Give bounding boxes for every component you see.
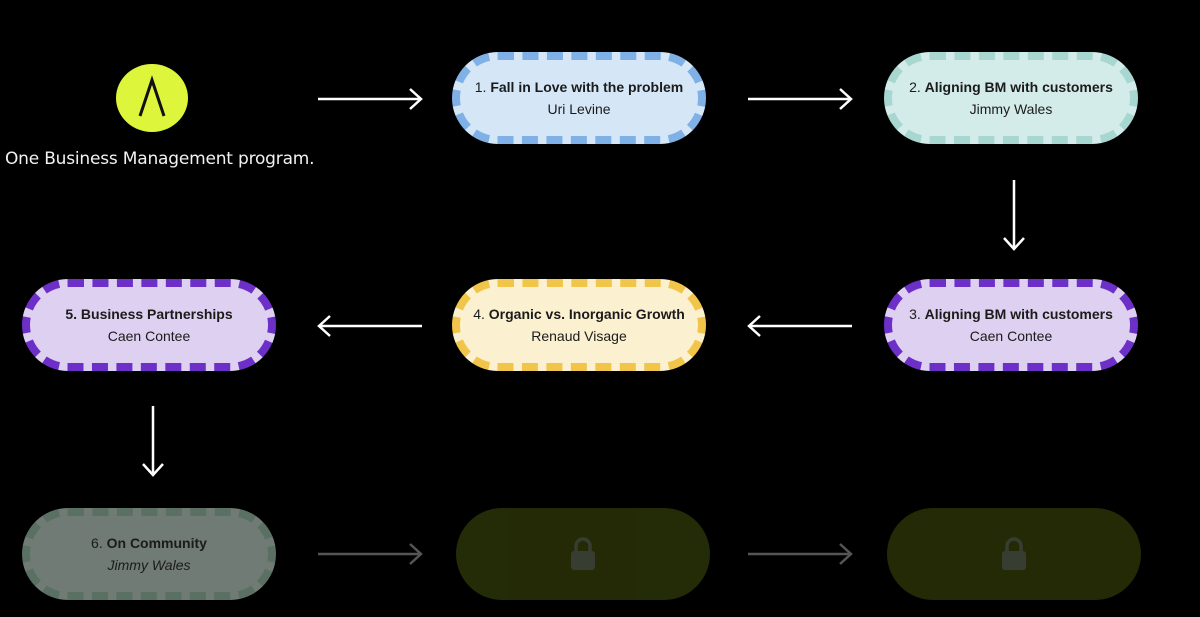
program-tagline: One Business Management program. [5, 149, 315, 169]
step-5-card[interactable]: 5. Business Partnerships Caen Contee [22, 279, 276, 371]
step-2-title-line: 2. Aligning BM with customers [909, 76, 1113, 98]
lock-icon [1002, 537, 1026, 570]
step-speaker: Jimmy Wales [107, 557, 191, 573]
step-3-title-line: 3. Aligning BM with customers [909, 303, 1113, 325]
step-number: 2. [909, 79, 921, 95]
arrow-left-icon [747, 315, 852, 337]
locked-step-card[interactable] [887, 508, 1141, 600]
arrow-right-icon [748, 543, 853, 565]
step-3-card[interactable]: 3. Aligning BM with customers Caen Conte… [884, 279, 1138, 371]
step-number: 6. [91, 535, 103, 551]
step-title: Fall in Love with the problem [490, 79, 684, 95]
step-number: 1. [474, 79, 487, 95]
brand-logo [116, 64, 188, 132]
arrow-left-icon [317, 315, 422, 337]
lock-icon [571, 537, 595, 570]
step-speaker: Caen Contee [969, 328, 1053, 344]
arrow-down-icon [1003, 180, 1025, 251]
step-2-card[interactable]: 2. Aligning BM with customers Jimmy Wale… [884, 52, 1138, 144]
step-4-card[interactable]: 4. Organic vs. Inorganic Growth Renaud V… [452, 279, 706, 371]
step-1-title-line: 1. Fall in Love with the problem [475, 76, 683, 98]
step-6-card[interactable]: 6. On Community Jimmy Wales [22, 508, 276, 600]
step-1-card[interactable]: 1. Fall in Love with the problem Uri Lev… [452, 52, 706, 144]
step-title: Organic vs. Inorganic Growth [488, 306, 685, 322]
step-title: Business Partnerships [80, 306, 233, 322]
step-speaker: Caen Contee [107, 328, 191, 344]
step-number: 4. [473, 306, 485, 322]
step-title: Aligning BM with customers [924, 79, 1113, 95]
arrow-right-icon [318, 88, 423, 110]
locked-step-card[interactable] [456, 508, 710, 600]
step-speaker: Jimmy Wales [969, 101, 1053, 117]
step-number: 5. [65, 306, 78, 322]
step-4-title-line: 4. Organic vs. Inorganic Growth [473, 303, 685, 325]
step-number: 3. [909, 306, 921, 322]
arrow-right-icon [318, 543, 423, 565]
step-5-title-line: 5. Business Partnerships [65, 303, 232, 325]
step-6-title-line: 6. On Community [91, 532, 207, 554]
step-speaker: Renaud Visage [531, 328, 627, 344]
arrow-down-icon [142, 406, 164, 477]
arrow-right-icon [748, 88, 853, 110]
lambda-logo-icon [138, 75, 166, 117]
step-title: On Community [106, 535, 207, 551]
step-speaker: Uri Levine [547, 101, 611, 117]
step-title: Aligning BM with customers [924, 306, 1113, 322]
